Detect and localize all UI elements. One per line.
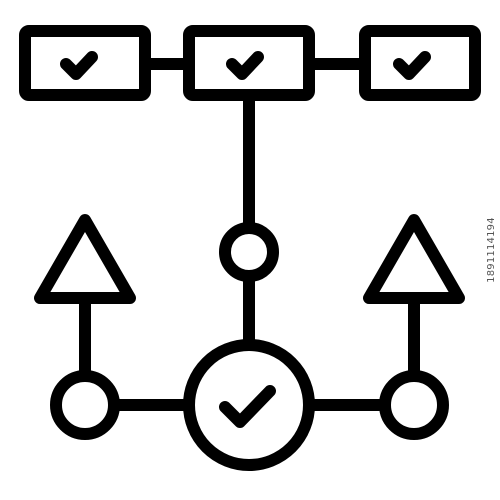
checkbox-box-right	[359, 25, 481, 101]
check-icon	[219, 385, 276, 428]
right-triangle-arrow-icon	[363, 214, 465, 304]
bottom-check-circle	[183, 339, 315, 471]
checkbox-box-left	[19, 25, 151, 101]
check-icon	[393, 51, 431, 80]
checkbox-box-center	[183, 25, 315, 101]
check-icon	[60, 51, 98, 80]
left-triangle-arrow-icon	[34, 214, 136, 304]
check-icon	[226, 51, 264, 80]
middle-node-circle	[219, 222, 279, 282]
left-node-circle	[50, 370, 120, 440]
stock-image-id: 1891114194	[486, 217, 497, 283]
right-node-circle	[379, 370, 449, 440]
